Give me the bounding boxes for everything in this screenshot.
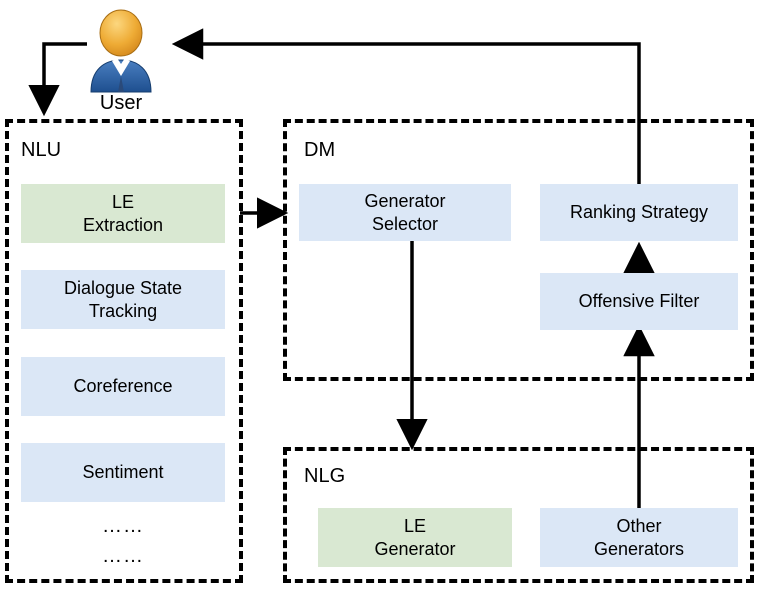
user-avatar-icon: [85, 6, 157, 94]
node-generator-selector-line1: Generator: [364, 191, 446, 211]
node-other-generators-line1: Other: [616, 516, 662, 536]
arrow-user-to-nlu: [28, 42, 87, 117]
nlu-ellipsis-1: ……: [102, 515, 144, 537]
node-le-extraction[interactable]: LE Extraction: [21, 184, 225, 243]
group-nlu-label: NLU: [21, 139, 62, 161]
user-label: User: [99, 92, 143, 114]
node-dialogue-state-tracking-line2: Tracking: [88, 300, 158, 321]
node-offensive-filter[interactable]: Offensive Filter: [540, 273, 738, 330]
group-nlu: [5, 119, 243, 583]
node-le-generator-line1: LE: [403, 516, 426, 536]
group-dm: [283, 119, 754, 381]
group-nlg: [283, 447, 754, 583]
node-offensive-filter-label: Offensive Filter: [578, 291, 700, 312]
node-sentiment[interactable]: Sentiment: [21, 443, 225, 502]
node-le-extraction-line2: Extraction: [82, 214, 164, 235]
node-dialogue-state-tracking-line1: Dialogue State: [63, 278, 183, 298]
node-coreference-label: Coreference: [73, 376, 173, 397]
nlu-ellipsis-2: ……: [102, 545, 144, 567]
node-generator-selector-line2: Selector: [371, 213, 439, 234]
node-le-generator-line2: Generator: [374, 538, 456, 559]
node-ranking-strategy-label: Ranking Strategy: [569, 202, 709, 223]
node-other-generators[interactable]: Other Generators: [540, 508, 738, 567]
group-dm-label: DM: [304, 139, 336, 161]
node-ranking-strategy[interactable]: Ranking Strategy: [540, 184, 738, 241]
node-le-extraction-line1: LE: [111, 192, 134, 212]
group-nlg-label: NLG: [304, 465, 346, 487]
node-dialogue-state-tracking[interactable]: Dialogue State Tracking: [21, 270, 225, 329]
node-coreference[interactable]: Coreference: [21, 357, 225, 416]
node-le-generator[interactable]: LE Generator: [318, 508, 512, 567]
node-sentiment-label: Sentiment: [82, 462, 164, 483]
node-other-generators-line2: Generators: [593, 538, 685, 559]
node-generator-selector[interactable]: Generator Selector: [299, 184, 511, 241]
